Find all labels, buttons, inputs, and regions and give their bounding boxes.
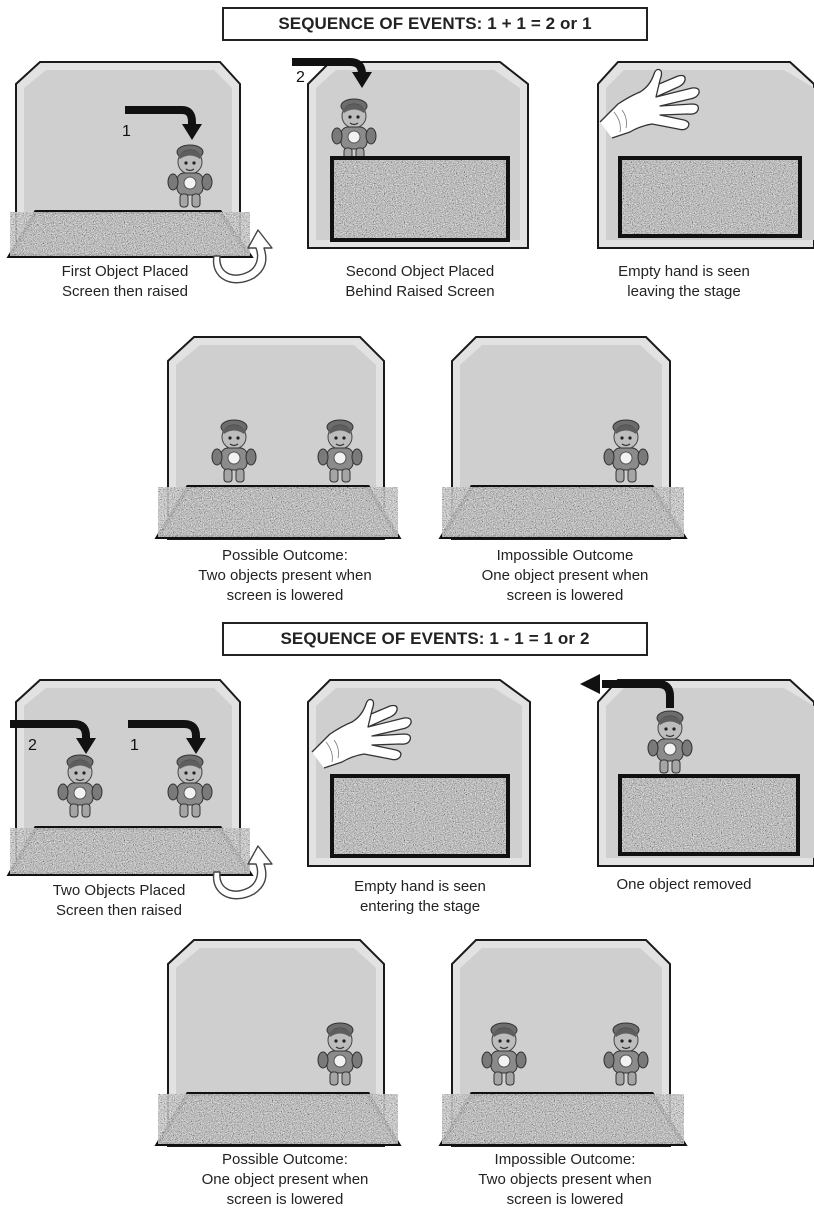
stage-panel-impossible-outcome-2 [438, 938, 690, 1150]
stage-panel-two-objects-placed: 2 1 [6, 678, 300, 918]
caption-empty-hand-entering: Empty hand is seen entering the stage [354, 878, 486, 915]
arrow-down-icon [76, 738, 96, 754]
stage-panel-second-object-placed: 2 [290, 58, 550, 260]
caption-one-object-removed: One object removed [616, 876, 752, 893]
stage-panel-empty-hand-entering [290, 678, 550, 878]
caption-impossible-outcome-2: Impossible Outcome: Two objects present … [478, 1151, 652, 1208]
sequence-1-title: SEQUENCE OF EVENTS: 1 + 1 = 2 or 1 [222, 7, 648, 41]
caption-impossible-outcome-1: Impossible Outcome One object present wh… [481, 547, 649, 604]
stage-panel-first-object-placed: 1 [6, 60, 300, 300]
caption-two-objects-placed: Two Objects Placed Screen then raised [52, 882, 186, 919]
step-number: 2 [296, 69, 305, 86]
arrow-down-icon [352, 72, 372, 88]
stage-panel-possible-outcome-2 [154, 938, 404, 1150]
caption-possible-outcome-2: Possible Outcome: One object present whe… [201, 1151, 369, 1208]
arrow-down-icon [182, 124, 202, 140]
caption-empty-hand-leaving: Empty hand is seen leaving the stage [618, 263, 750, 300]
caption-possible-outcome-1: Possible Outcome: Two objects present wh… [198, 547, 372, 604]
step-number: 1 [122, 123, 131, 140]
stage-panel-impossible-outcome-1 [438, 335, 690, 543]
stage-panel-one-object-removed [578, 672, 814, 878]
arrow-down-icon [186, 738, 206, 754]
step-number: 1 [130, 737, 139, 754]
stage-panel-possible-outcome-1 [154, 335, 404, 543]
caption-first-object-placed: First Object Placed Screen then raised [61, 263, 189, 300]
arrow-left-icon [580, 674, 600, 694]
step-number: 2 [28, 737, 37, 754]
sequence-2-title: SEQUENCE OF EVENTS: 1 - 1 = 1 or 2 [222, 622, 648, 656]
stage-panel-empty-hand-leaving [578, 60, 814, 260]
caption-second-object-placed: Second Object Placed Behind Raised Scree… [345, 263, 495, 300]
